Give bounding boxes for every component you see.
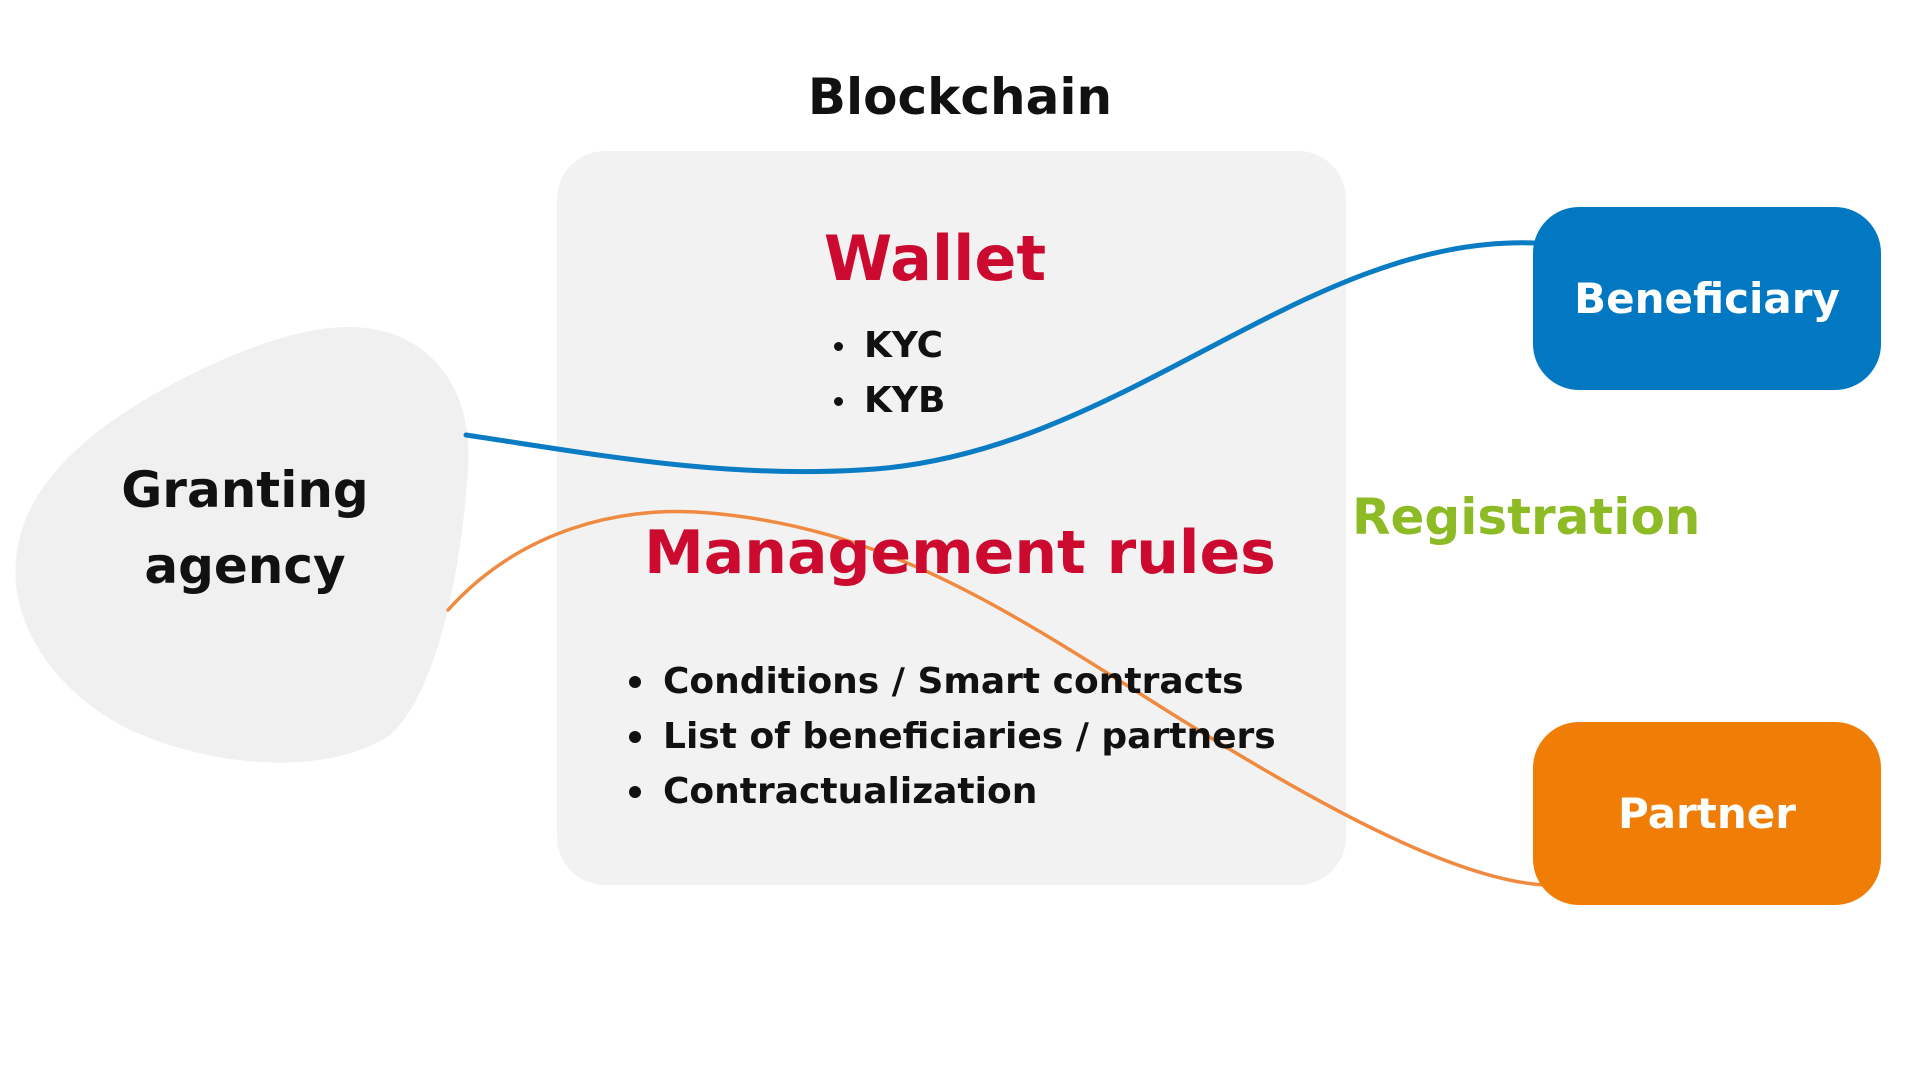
management-rules-list: Conditions / Smart contracts List of ben… bbox=[625, 654, 1276, 819]
wallet-item-kyc: KYC bbox=[830, 318, 945, 373]
blockchain-title: Blockchain bbox=[807, 68, 1113, 126]
registration-label: Registration bbox=[1352, 488, 1701, 546]
wallet-list: KYC KYB bbox=[830, 318, 945, 428]
granting-agency-line2: agency bbox=[144, 537, 346, 595]
wallet-item-kyb: KYB bbox=[830, 373, 945, 428]
partner-label: Partner bbox=[1618, 789, 1796, 838]
granting-agency-line1: Granting bbox=[121, 461, 369, 519]
rules-item-list: List of beneficiaries / partners bbox=[625, 709, 1276, 764]
granting-agency-label: Granting agency bbox=[90, 452, 400, 604]
beneficiary-node[interactable]: Beneficiary bbox=[1533, 207, 1881, 390]
wallet-heading: Wallet bbox=[823, 222, 1047, 295]
beneficiary-label: Beneficiary bbox=[1574, 274, 1840, 323]
rules-item-contractualization: Contractualization bbox=[625, 764, 1276, 819]
management-rules-heading: Management rules bbox=[644, 518, 1276, 588]
partner-node[interactable]: Partner bbox=[1533, 722, 1881, 905]
rules-item-conditions: Conditions / Smart contracts bbox=[625, 654, 1276, 709]
